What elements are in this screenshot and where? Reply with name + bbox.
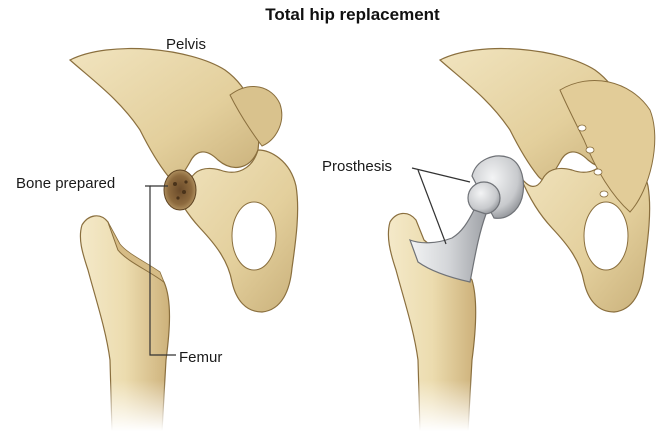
label-bone-prepared: Bone prepared xyxy=(16,176,115,191)
label-pelvis: Pelvis xyxy=(166,37,206,52)
femoral-head xyxy=(468,182,500,214)
label-prosthesis: Prosthesis xyxy=(322,159,392,174)
left-prepared-socket xyxy=(164,170,196,210)
prosthesis xyxy=(410,156,524,282)
label-femur: Femur xyxy=(179,350,222,365)
leader-prosthesis-cup xyxy=(412,168,470,182)
diagram-title: Total hip replacement xyxy=(0,6,665,23)
leader-prosthesis-stem xyxy=(418,170,446,244)
left-femur xyxy=(80,216,170,431)
